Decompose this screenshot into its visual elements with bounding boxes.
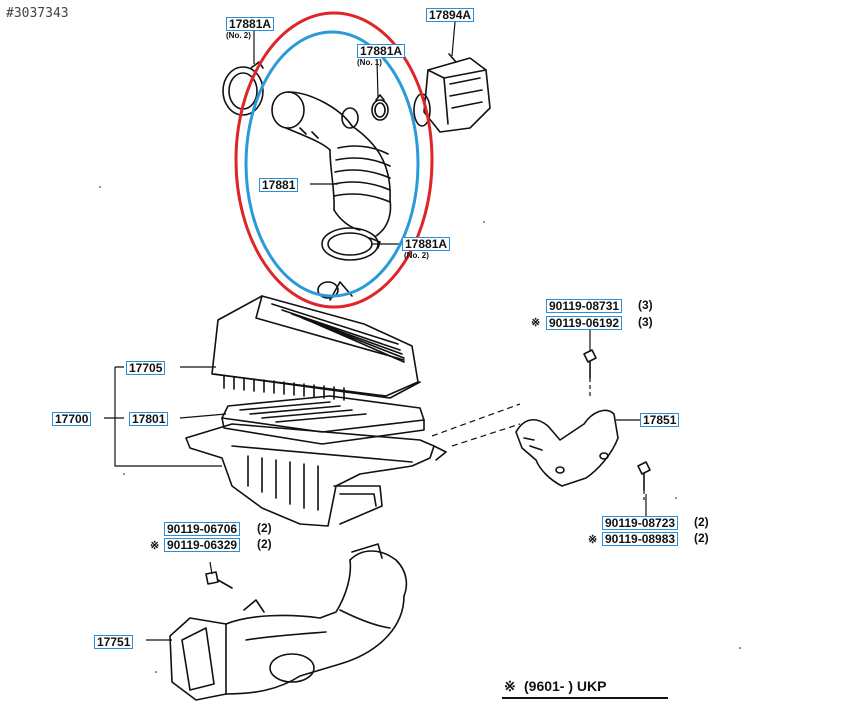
air-cleaner-case [185,423,447,527]
hose-clamp-no1 [371,94,389,121]
qty-90119-06192: (3) [638,315,653,329]
bolt-right [637,461,651,491]
part-label-90119-08723[interactable]: 90119-08723 [602,516,679,530]
part-label-90119-08731[interactable]: 90119-08731 [546,299,623,313]
part-label-90119-06706[interactable]: 90119-06706 [164,522,241,536]
highlight-red-ellipse [234,11,434,309]
qty-90119-08983: (2) [694,531,709,545]
bolt-left [205,571,233,589]
part-label-17851[interactable]: 17851 [640,413,680,427]
part-label-90119-08983[interactable]: 90119-08983 [602,532,679,546]
part-label-17705[interactable]: 17705 [126,361,166,375]
qty-90119-08723: (2) [694,515,709,529]
note-no2-bottom: (No. 2) [404,251,429,260]
qty-90119-06706: (2) [257,521,272,535]
intake-duct [169,543,408,701]
part-label-17894A[interactable]: 17894A [426,8,475,22]
air-filter-element [221,395,425,445]
air-flow-meter [413,53,491,133]
part-label-17881A-no2-top[interactable]: 17881A [226,17,275,31]
part-label-17700[interactable]: 17700 [52,412,92,426]
asterisk-mark-b: ※ [588,534,598,546]
bolt-top [583,349,597,379]
scan-specks [99,186,741,673]
part-label-17881[interactable]: 17881 [259,178,299,192]
intake-hose [271,91,392,299]
asterisk-mark-c: ※ [150,540,160,552]
part-label-17881A-no2-bottom[interactable]: 17881A [402,237,451,251]
part-label-17801[interactable]: 17801 [129,412,169,426]
legend-underline [502,697,668,699]
legend-mark: ※ [504,678,516,694]
qty-90119-06329: (2) [257,537,272,551]
note-no1: (No. 1) [357,58,382,67]
air-cleaner-bracket [515,409,619,487]
air-cleaner-cap [211,281,421,401]
part-label-17751[interactable]: 17751 [94,635,134,649]
part-label-90119-06329[interactable]: 90119-06329 [164,538,241,552]
part-label-17881A-no1[interactable]: 17881A [357,44,406,58]
image-id: #3037343 [6,6,69,21]
part-label-90119-06192[interactable]: 90119-06192 [546,316,623,330]
legend-text: (9601- ) UKP [524,678,607,694]
note-no2-top: (No. 2) [226,31,251,40]
highlight-blue-ellipse [244,30,420,298]
asterisk-mark-a: ※ [531,317,541,329]
leader-lines [104,21,647,641]
qty-90119-08731: (3) [638,298,653,312]
